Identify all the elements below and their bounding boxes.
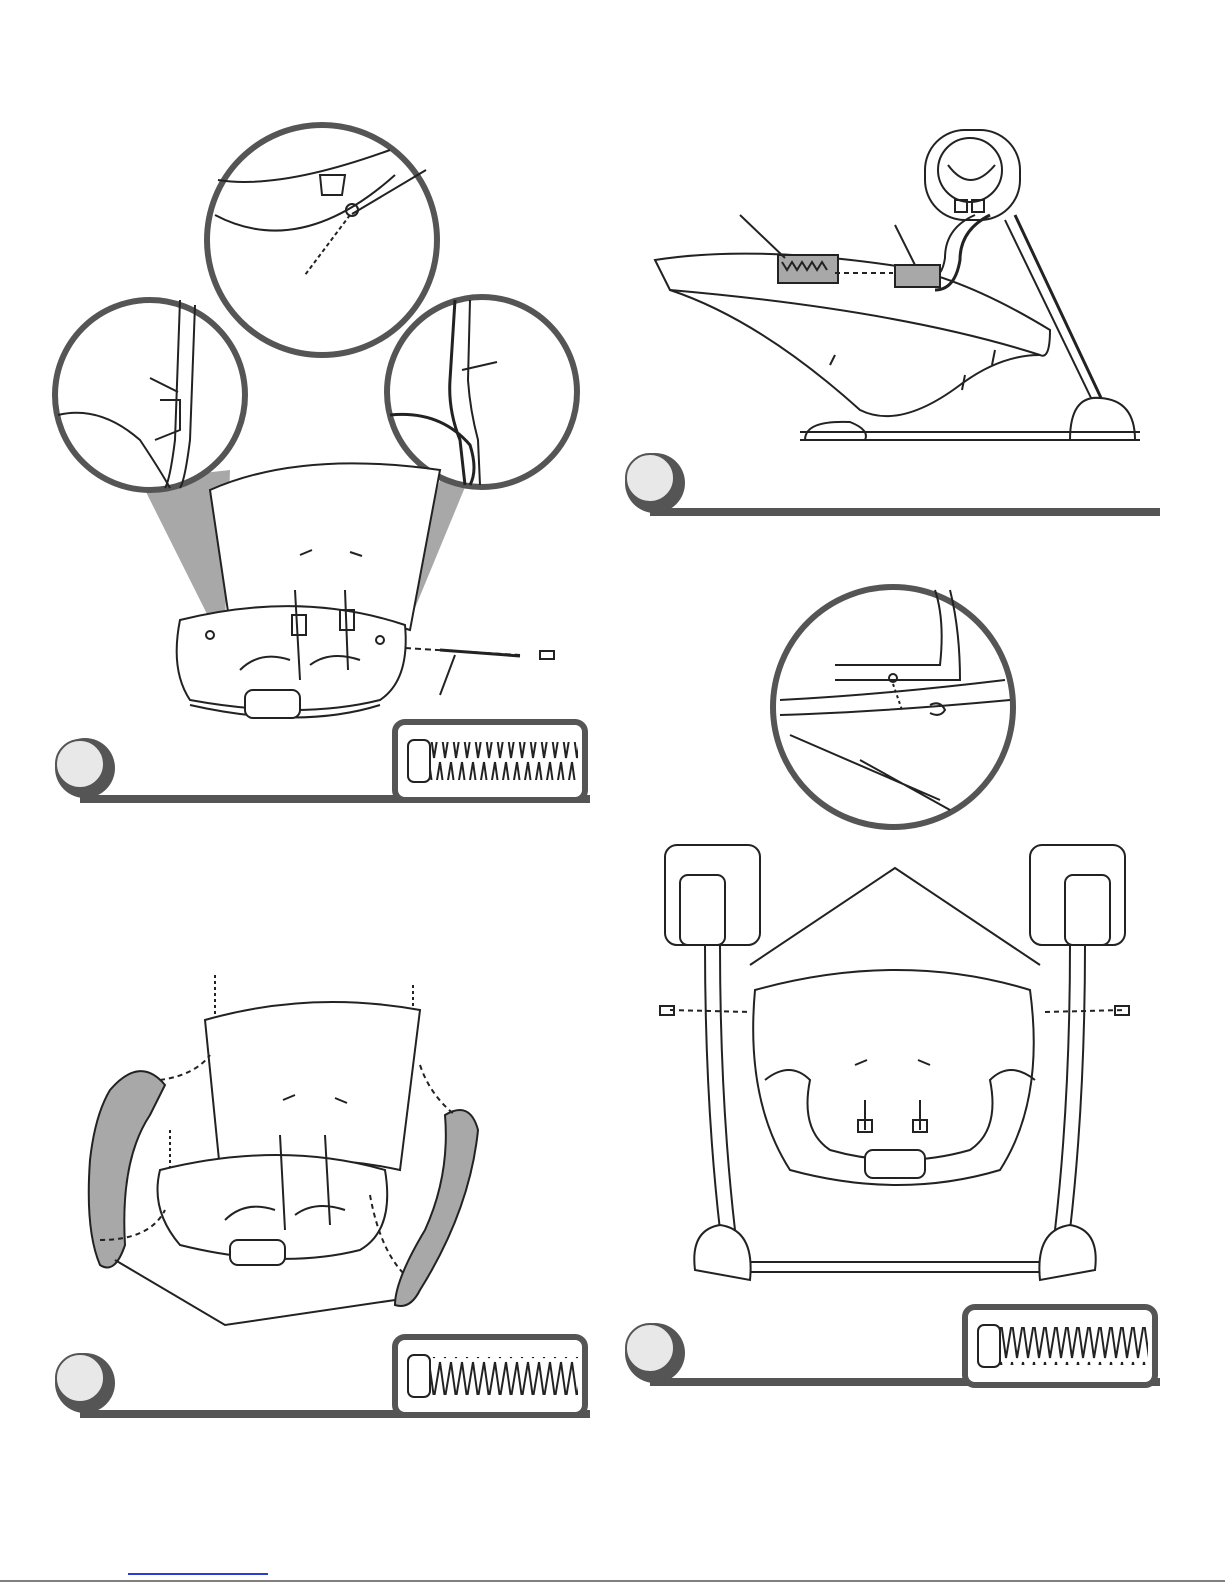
detail-circle-screw-hole: [773, 587, 1013, 827]
arm-slot: [895, 265, 940, 287]
step-1-panel: [55, 125, 590, 803]
step-bar: [650, 508, 1160, 516]
hardware-screw-box: [395, 722, 585, 800]
step-3-panel: [89, 975, 478, 1325]
screw-small: [540, 651, 554, 659]
hardware-screw-box: [965, 1307, 1155, 1385]
handle-left: [89, 1071, 165, 1267]
detail-circle-right: [387, 297, 577, 487]
step-2-panel: [655, 130, 1140, 440]
handle-right: [395, 1110, 478, 1306]
step-4-panel: [660, 587, 1129, 1280]
detail-circle-top: [207, 125, 437, 355]
footer-link-underline[interactable]: [128, 1573, 268, 1575]
hardware-screw-box: [395, 1337, 585, 1415]
detail-circle-left: [55, 300, 245, 490]
